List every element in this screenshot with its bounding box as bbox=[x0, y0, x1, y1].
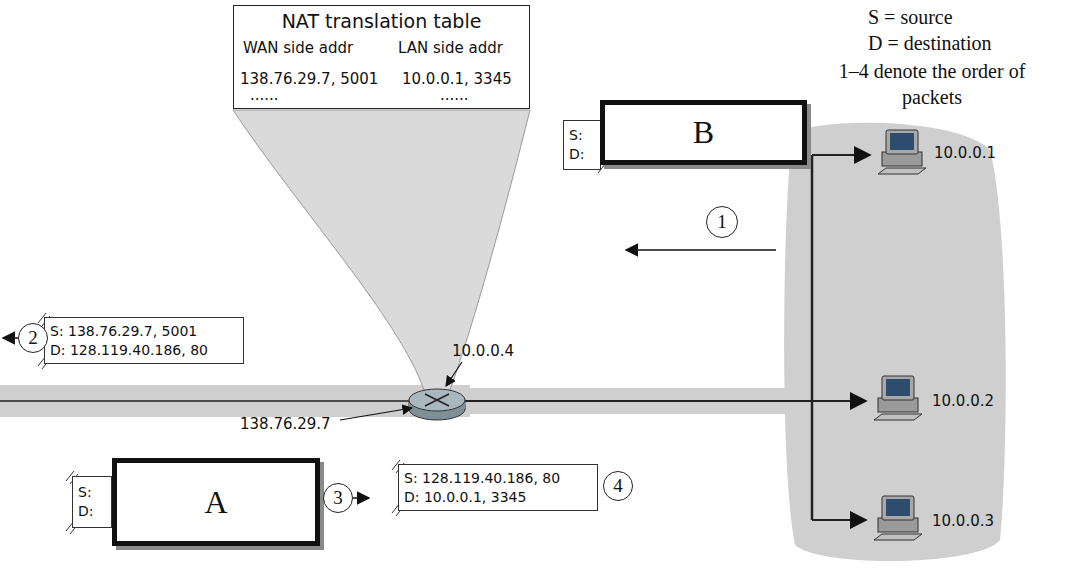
router-cross bbox=[425, 394, 449, 406]
packet-field: D: 10.0.0.1, 3345 bbox=[404, 488, 526, 507]
lan-region bbox=[784, 123, 1006, 561]
callout-number: 3 bbox=[323, 483, 353, 513]
table-cell: 10.0.0.1, 3345 bbox=[402, 70, 512, 88]
table-cell: ...... bbox=[250, 86, 279, 104]
wan-wire bbox=[0, 400, 420, 402]
callout-digit: 2 bbox=[28, 327, 38, 349]
packet-field: S: 138.76.29.7, 5001 bbox=[50, 322, 197, 341]
packet-field: D: bbox=[569, 145, 585, 164]
lan-wire bbox=[812, 519, 866, 521]
host-box: B bbox=[600, 100, 807, 165]
callout-digit: 4 bbox=[613, 475, 623, 497]
router-symbol bbox=[409, 389, 465, 420]
lan-wire bbox=[811, 155, 814, 520]
packet-field: S: 128.119.40.186, 80 bbox=[404, 469, 560, 488]
callout-number: 2 bbox=[18, 323, 48, 353]
host-box: A bbox=[112, 458, 320, 546]
callout-digit: 3 bbox=[333, 487, 343, 509]
address-label: 138.76.29.7 bbox=[240, 415, 331, 433]
box-text: NAT translation table bbox=[282, 10, 482, 32]
packet-box: S: 138.76.29.7, 5001D: 128.119.40.186, 8… bbox=[44, 317, 244, 364]
box-text: A bbox=[204, 484, 227, 521]
box-text: B bbox=[693, 114, 714, 151]
packet-field: D: bbox=[78, 502, 94, 521]
packet-field: S: bbox=[78, 483, 92, 502]
direction-arrow bbox=[3, 337, 19, 339]
table-header: WAN side addr bbox=[243, 39, 353, 57]
address-label: 10.0.0.1 bbox=[934, 144, 996, 162]
table-header: LAN side addr bbox=[398, 39, 503, 57]
note-text: 1–4 denote the order of packets bbox=[832, 58, 1032, 110]
key-text: D = destination bbox=[868, 32, 992, 55]
pointer-arrow bbox=[446, 362, 462, 386]
table-cone bbox=[233, 110, 530, 390]
router-top bbox=[409, 389, 465, 411]
key-text: S = source bbox=[868, 6, 953, 29]
table-cell: ...... bbox=[440, 86, 469, 104]
table-cell: 138.76.29.7, 5001 bbox=[240, 70, 378, 88]
address-label: 10.0.0.4 bbox=[452, 342, 514, 360]
packet-box: S: 128.119.40.186, 80D: 10.0.0.1, 3345 bbox=[398, 464, 598, 511]
computer-icon bbox=[874, 376, 922, 420]
callout-number: 1 bbox=[706, 206, 738, 238]
direction-arrow bbox=[626, 249, 776, 251]
packet-box: S:D: bbox=[72, 476, 112, 528]
packet-box: S:D: bbox=[563, 120, 601, 170]
address-label: 10.0.0.3 bbox=[932, 512, 994, 530]
computer-icon bbox=[874, 496, 922, 540]
direction-arrow bbox=[353, 497, 369, 499]
pointer-arrow bbox=[340, 408, 412, 420]
lan-wire bbox=[462, 400, 866, 402]
callout-number: 4 bbox=[603, 471, 633, 501]
callout-digit: 1 bbox=[717, 211, 727, 233]
packet-field: S: bbox=[569, 126, 583, 145]
packet-field: D: 128.119.40.186, 80 bbox=[50, 341, 208, 360]
wan-band bbox=[0, 385, 470, 417]
lan-wire bbox=[812, 154, 870, 156]
computer-icon bbox=[878, 130, 926, 174]
address-label: 10.0.0.2 bbox=[932, 392, 994, 410]
